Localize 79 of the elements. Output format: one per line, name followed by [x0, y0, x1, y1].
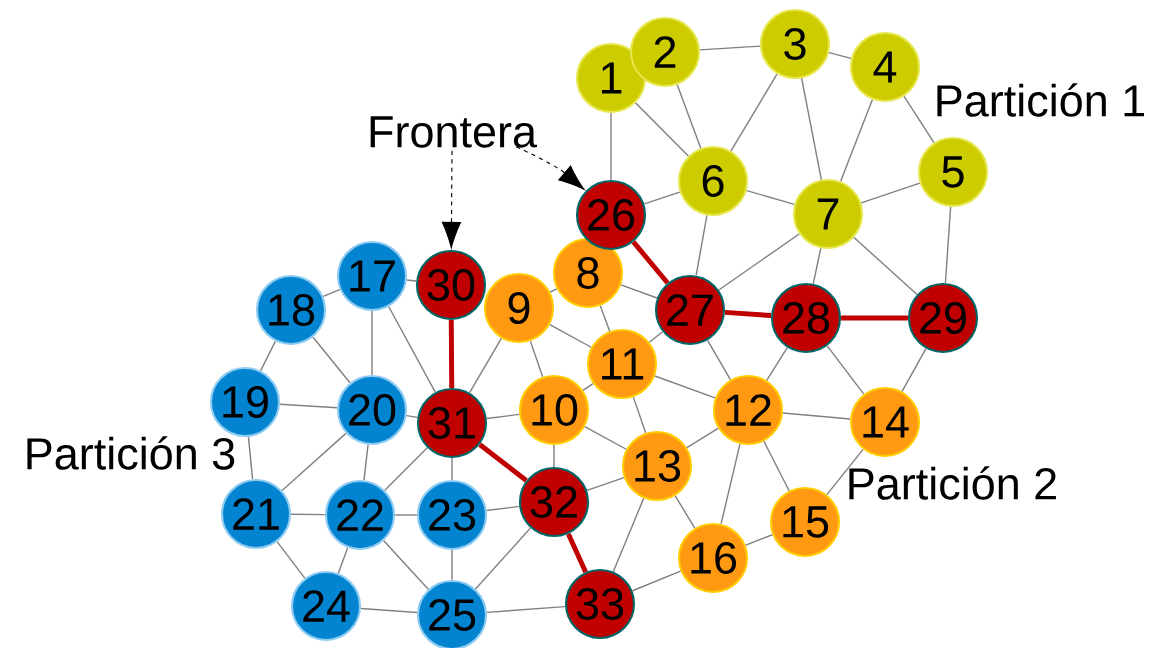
edge-line — [853, 236, 918, 296]
edge-line — [718, 233, 800, 291]
edge-line — [312, 336, 351, 384]
edge-line — [676, 84, 702, 149]
edge-line — [486, 413, 520, 420]
edge-line — [337, 547, 349, 574]
edge-line — [260, 340, 277, 372]
edge-line — [405, 414, 419, 419]
edge-line — [384, 447, 428, 491]
edge-line — [828, 51, 852, 59]
edge-line — [276, 541, 306, 579]
edge-line — [763, 440, 790, 492]
edge-line — [631, 240, 670, 285]
edge-line — [826, 448, 864, 496]
edge-line — [290, 513, 326, 516]
edge-line — [839, 98, 874, 182]
edge-line — [486, 505, 520, 512]
edge-line — [360, 607, 418, 614]
edge-line — [746, 189, 795, 206]
partition-label: Partición 1 — [937, 83, 1144, 117]
edge-line — [388, 306, 436, 393]
edge-line — [634, 102, 690, 157]
edge-line — [383, 540, 429, 590]
edge-line — [474, 527, 532, 590]
edge-line — [451, 457, 453, 481]
edge-line — [674, 495, 696, 529]
edge-line — [724, 309, 772, 319]
edge-line — [451, 549, 453, 581]
edge-line — [643, 191, 681, 205]
partition-label: Partición 2 — [849, 466, 1056, 500]
edge-line — [766, 346, 788, 382]
edge-line — [648, 331, 664, 343]
edge-line — [529, 340, 544, 378]
partition-label: Partición 3 — [27, 436, 235, 470]
edge-line — [468, 337, 503, 394]
edge-line — [582, 382, 594, 392]
edge-line — [549, 324, 592, 348]
edge-line — [632, 396, 647, 434]
edge-line — [394, 514, 418, 516]
edge-line — [586, 476, 625, 492]
edge-line — [566, 532, 588, 574]
edge-line — [322, 288, 341, 298]
edge-line — [549, 288, 558, 293]
edge-line — [800, 77, 823, 181]
edge-line — [812, 247, 822, 285]
edge-line — [448, 320, 455, 388]
edge-line — [699, 45, 761, 51]
edge-line — [371, 310, 373, 376]
edge-line — [686, 427, 719, 449]
edge-line — [782, 412, 851, 420]
edge-line — [281, 432, 347, 492]
node-text: Frontera — [370, 116, 537, 148]
edge-line — [247, 436, 254, 480]
edge-line — [620, 284, 658, 299]
edge-line — [730, 73, 778, 152]
edge-line — [903, 95, 935, 144]
edge-line — [406, 279, 417, 282]
edge-line — [706, 339, 732, 381]
edge-line — [599, 305, 611, 332]
edge-line — [279, 403, 338, 409]
edge-line — [720, 443, 741, 525]
edge-line — [553, 444, 555, 468]
edge-line — [631, 570, 682, 592]
edge-line — [744, 534, 774, 546]
edge-line — [841, 315, 908, 321]
edge-line — [478, 442, 528, 483]
edge-line — [363, 444, 369, 481]
edge-line — [612, 497, 645, 573]
edge-line — [860, 182, 921, 204]
edge-line — [486, 605, 566, 614]
edge-line — [901, 347, 927, 393]
edge-line — [944, 206, 952, 284]
arrow — [441, 150, 462, 249]
edge-line — [826, 345, 865, 395]
edge-line — [584, 426, 627, 450]
arrow — [515, 146, 585, 190]
edge-line — [610, 112, 612, 181]
edge-line — [695, 214, 708, 277]
edge-line — [654, 375, 716, 399]
